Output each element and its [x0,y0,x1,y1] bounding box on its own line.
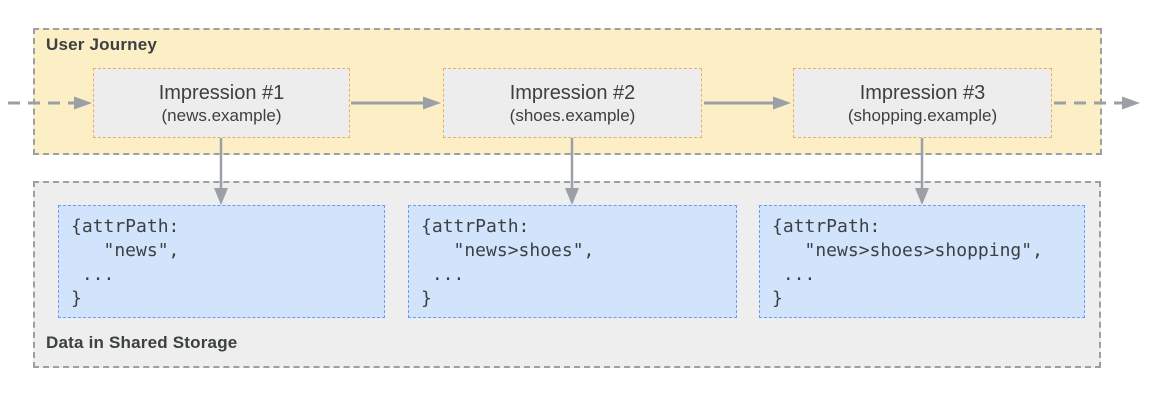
impression-3-title: Impression #3 [859,81,986,104]
impression-2-title: Impression #2 [509,81,636,104]
impression-1-node: Impression #1 (news.example) [93,68,350,138]
storage-entry-1: {attrPath: "news", ... } [58,205,385,318]
storage-entry-2: {attrPath: "news>shoes", ... } [408,205,737,318]
storage-entry-3-code: {attrPath: "news>shoes>shopping", ... } [772,216,1043,309]
user-journey-label: User Journey [46,35,158,54]
impression-2-domain: (shoes.example) [509,105,636,125]
impression-2-node: Impression #2 (shoes.example) [443,68,702,138]
impression-1-title: Impression #1 [158,81,285,104]
shared-storage-label: Data in Shared Storage [46,333,238,352]
storage-entry-3: {attrPath: "news>shoes>shopping", ... } [759,205,1085,318]
storage-entry-2-code: {attrPath: "news>shoes", ... } [421,216,595,309]
impression-3-node: Impression #3 (shopping.example) [793,68,1052,138]
storage-entry-1-code: {attrPath: "news", ... } [71,216,180,309]
impression-3-domain: (shopping.example) [847,105,998,125]
impression-1-domain: (news.example) [161,105,282,125]
